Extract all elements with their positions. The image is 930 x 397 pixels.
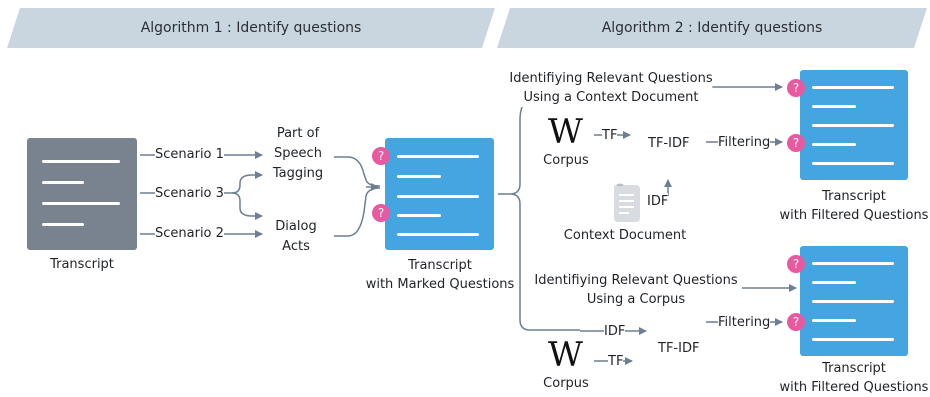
marked-transcript-document-icon <box>385 138 494 250</box>
filtered-transcript-bottom-label: Transcript with Filtered Questions <box>779 359 929 397</box>
context-document-method-title: Identifiying Relevant Questions Using a … <box>509 69 713 107</box>
bottom-title-line-1: Identifiying Relevant Questions <box>534 273 738 288</box>
question-badge-icon: ? <box>787 79 805 97</box>
top-title-line-2: Using a Context Document <box>523 90 699 105</box>
scenario-3-fork-down <box>231 192 263 220</box>
scenario-2-label: Scenario 2 <box>155 225 224 242</box>
algorithm-1-banner <box>7 8 495 48</box>
scenario-3-fork-up <box>231 171 263 194</box>
marked-line-2: with Marked Questions <box>365 277 515 292</box>
question-badge-icon: ? <box>787 255 805 273</box>
filtered-transcript-top-label: Transcript with Filtered Questions <box>779 187 929 225</box>
question-badge-icon: ? <box>787 313 805 331</box>
part-of-speech-tagging-label: Part of Speech Tagging <box>272 124 324 184</box>
dialog-acts-label: Dialog Acts <box>275 217 317 257</box>
algorithm-2-banner <box>497 8 927 48</box>
bottom-out-line-2: with Filtered Questions <box>779 380 929 395</box>
pos-line-2: Speech <box>274 146 322 161</box>
bottom-tf-idf-label: TF-IDF <box>658 340 700 357</box>
dialog-line-2: Acts <box>282 239 310 254</box>
top-out-line-1: Transcript <box>822 189 886 204</box>
pos-line-3: Tagging <box>272 166 324 181</box>
bottom-filtering-label: Filtering <box>718 314 771 331</box>
transcript-label: Transcript <box>50 256 114 273</box>
corpus-method-title: Identifiying Relevant Questions Using a … <box>534 271 738 309</box>
scenario-1-label: Scenario 1 <box>155 146 224 163</box>
top-title-line-1: Identifiying Relevant Questions <box>509 71 713 86</box>
marked-transcript-label: Transcript with Marked Questions <box>365 256 515 294</box>
wikipedia-logo-icon: W <box>548 335 583 375</box>
question-badge-icon: ? <box>787 134 805 152</box>
algorithm-2-title: Algorithm 2 : Identify questions <box>601 20 823 36</box>
pos-line-1: Part of <box>276 126 320 141</box>
top-idf-label: IDF <box>647 193 669 210</box>
scenario-3-label: Scenario 3 <box>155 185 224 202</box>
context-document-scroll-icon <box>614 183 640 222</box>
context-document-label: Context Document <box>563 227 687 244</box>
top-tf-label: TF <box>602 127 618 144</box>
bottom-tf-label: TF <box>608 353 624 370</box>
bottom-out-line-1: Transcript <box>822 361 886 376</box>
transcript-document-icon <box>27 138 137 250</box>
marked-line-1: Transcript <box>408 258 472 273</box>
top-corpus-label: Corpus <box>543 152 589 169</box>
dialog-line-1: Dialog <box>275 219 317 234</box>
top-out-line-2: with Filtered Questions <box>779 208 929 223</box>
question-badge-icon: ? <box>372 204 390 222</box>
bottom-corpus-label: Corpus <box>543 375 589 392</box>
bottom-idf-label: IDF <box>604 323 626 340</box>
algorithm-1-title: Algorithm 1 : Identify questions <box>140 20 362 36</box>
filtered-transcript-bottom-document-icon <box>800 246 908 356</box>
question-badge-icon: ? <box>372 147 390 165</box>
wikipedia-logo-icon: W <box>548 112 583 152</box>
filtered-transcript-top-document-icon <box>800 70 908 180</box>
bottom-title-line-2: Using a Corpus <box>586 292 686 307</box>
top-tf-idf-label: TF-IDF <box>648 135 690 152</box>
top-filtering-label: Filtering <box>718 134 771 151</box>
